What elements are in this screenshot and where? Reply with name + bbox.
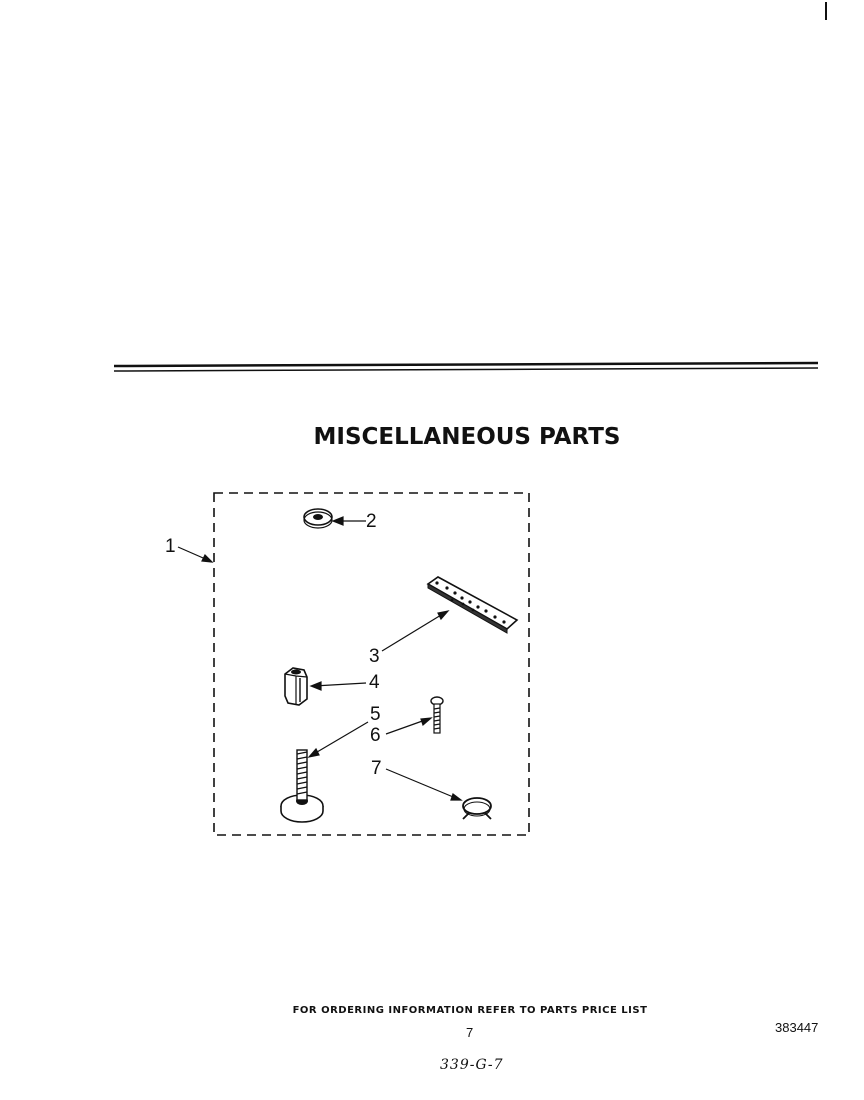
page-number: 7 xyxy=(466,1025,474,1040)
callout-1: 1 xyxy=(165,536,176,557)
strap-part xyxy=(426,576,519,634)
hex-nut-part xyxy=(284,667,308,706)
handwritten-code: 339-G-7 xyxy=(440,1057,504,1073)
kit-boundary-box xyxy=(213,492,530,836)
header-rule xyxy=(113,361,819,372)
callout-3: 3 xyxy=(369,646,380,667)
screw-part xyxy=(430,696,444,734)
callout-2: 2 xyxy=(366,511,377,532)
page-title: MISCELLANEOUS PARTS xyxy=(313,424,621,450)
callout-7: 7 xyxy=(371,758,382,779)
callout-4: 4 xyxy=(369,672,380,693)
ordering-note: FOR ORDERING INFORMATION REFER TO PARTS … xyxy=(292,1005,648,1016)
leader-lines xyxy=(177,516,463,801)
washer-part xyxy=(303,508,333,529)
spring-clamp-part xyxy=(462,797,492,820)
callout-5: 5 xyxy=(370,704,381,725)
leveling-leg-part xyxy=(280,749,324,823)
callout-6: 6 xyxy=(370,725,381,746)
document-number: 383447 xyxy=(775,1020,819,1035)
